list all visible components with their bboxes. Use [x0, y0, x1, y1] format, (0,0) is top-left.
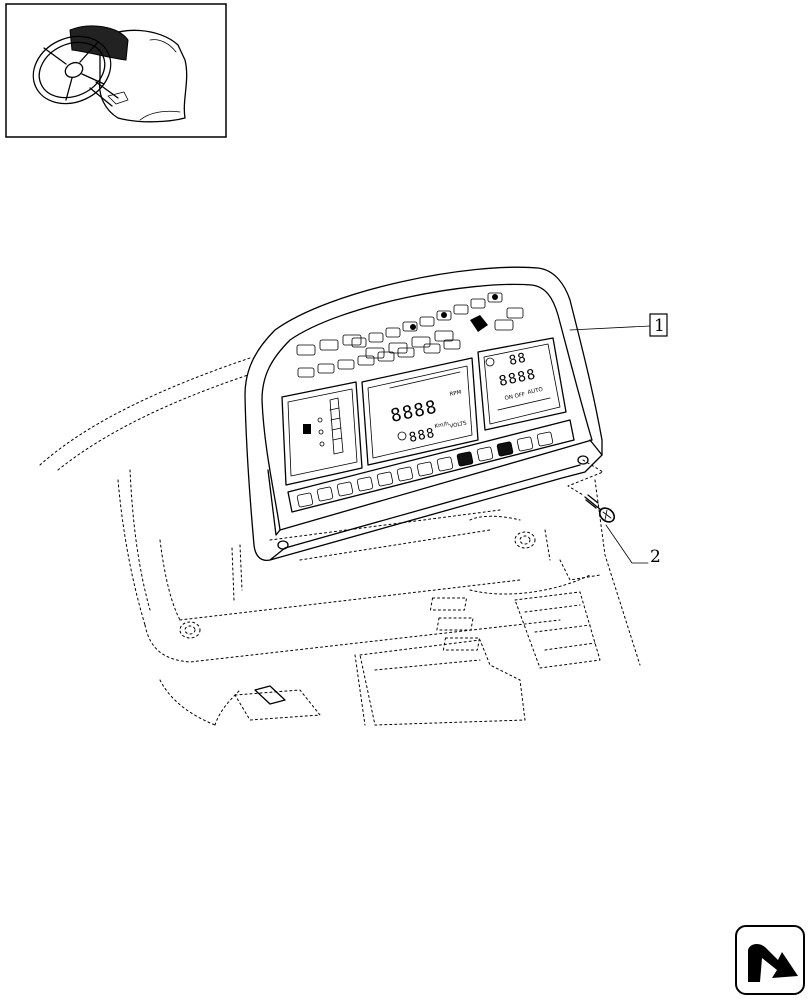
callout-1: 1 [569, 313, 668, 337]
center-lcd-window: 8888 888 Km/h VOLTS RPM [361, 357, 479, 466]
unit-kmh-label: Km/h [434, 421, 450, 430]
callout-1-label: 1 [654, 316, 665, 336]
lcd-small-readout: 888 [408, 426, 437, 446]
unit-rpm-label: RPM [449, 390, 462, 398]
unit-volts-label: VOLTS [449, 420, 468, 430]
instrument-panel: 8888 888 Km/h VOLTS RPM 88 8888 ON OFF A… [244, 266, 603, 561]
thumbnail-view [5, 3, 227, 138]
next-page-arrow-icon[interactable] [735, 925, 805, 995]
callout-2: 2 [605, 524, 661, 567]
right-lcd-window: 88 8888 ON OFF AUTO [477, 337, 567, 431]
dashboard-housing [39, 357, 641, 726]
on-off-label: ON OFF [504, 392, 526, 402]
lcd-main-readout: 8888 [389, 397, 440, 427]
warning-lamps-second-row [296, 307, 524, 359]
left-gauge-window [281, 381, 363, 486]
steering-wheel-dashboard-icon [32, 25, 188, 123]
screw-icon [567, 459, 616, 523]
button-strip [287, 419, 575, 513]
warning-lamps-third-row [297, 339, 461, 378]
lcd-right-mid: 8888 [498, 366, 538, 389]
auto-label: AUTO [527, 387, 544, 396]
callout-2-label: 2 [650, 547, 661, 567]
warning-lamps-top-row [351, 292, 503, 348]
lcd-right-top: 88 [508, 351, 528, 369]
